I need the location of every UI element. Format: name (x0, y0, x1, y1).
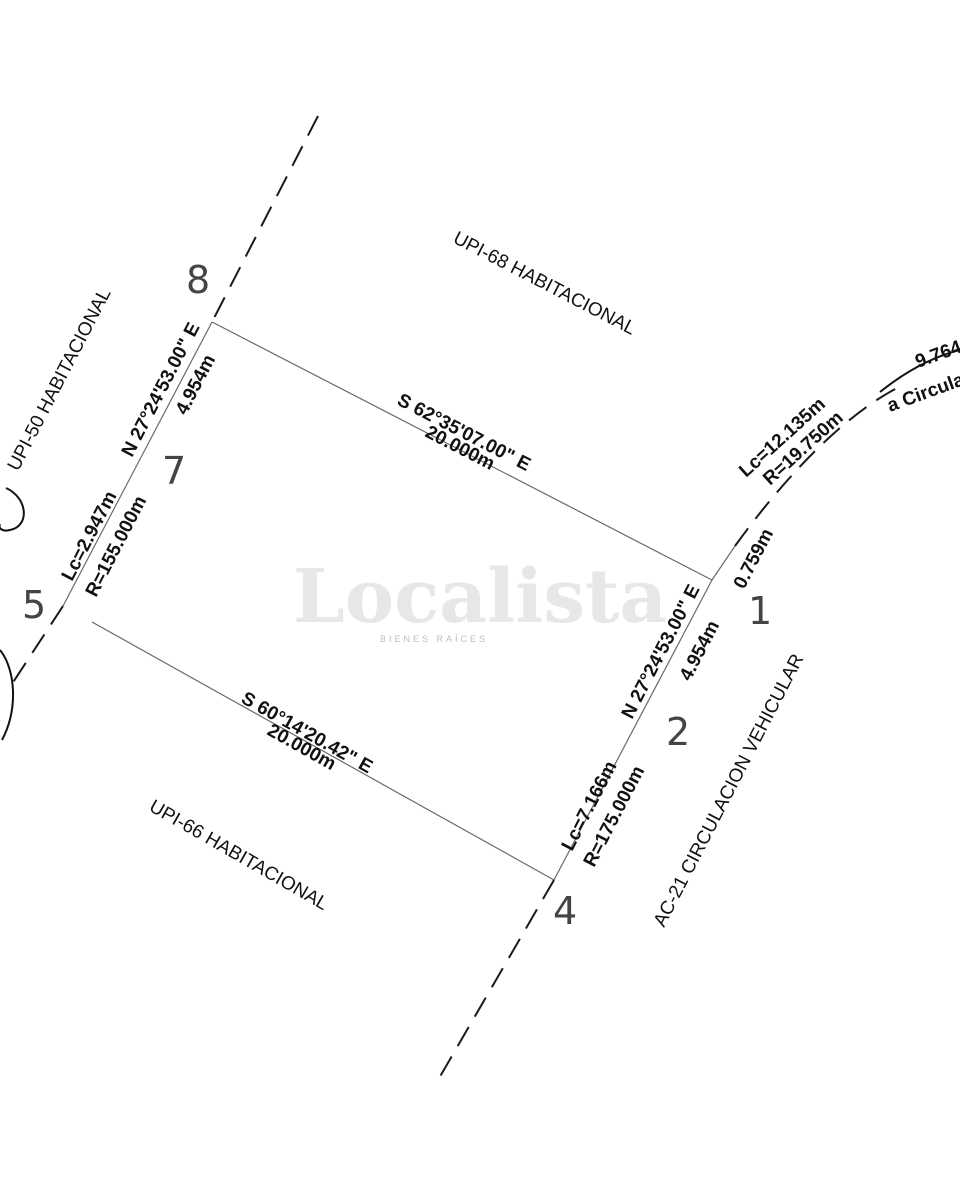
vertex-label-5: 5 (22, 583, 46, 627)
zone-label-upi68: UPI-68 HABITACIONAL (450, 228, 639, 340)
boundary-bottom (91, 621, 555, 881)
watermark: Localista BIENES RAÍCES (293, 554, 667, 644)
vertex-label-4: 4 (553, 889, 577, 933)
dashed-curve-corner (734, 383, 906, 547)
boundary-left (62, 321, 213, 607)
zone-label-ac21: AC-21 CIRCULACION VEHICULAR (650, 651, 809, 931)
edge-curve-northeast (879, 349, 960, 393)
top-boundary-bearing: S 62°35'07.00" E (394, 390, 534, 476)
dashed-line-northwest (211, 115, 319, 323)
zone-label-upi50: UPI-50 HABITACIONAL (4, 285, 116, 474)
dashed-line-south (437, 879, 555, 1081)
watermark-brand: Localista (293, 554, 667, 640)
boundary-top (211, 321, 713, 581)
dashed-line-west (7, 605, 64, 691)
edge-length: 9.764 (913, 337, 960, 373)
edge-curve-west-top (0, 487, 25, 532)
boundary-right (553, 579, 713, 881)
vertex-label-7: 7 (162, 449, 186, 493)
short-segment-length: 0.759m (730, 525, 778, 592)
bottom-boundary-bearing: S 60°14'20.42" E (238, 688, 376, 778)
vertex-label-2: 2 (666, 710, 690, 754)
watermark-tagline: BIENES RAÍCES (380, 634, 488, 644)
boundary-short-segment (711, 545, 736, 581)
edge-curve-west-bottom (0, 649, 14, 741)
vertex-label-8: 8 (186, 258, 210, 302)
edge-label: a Circulac (885, 366, 960, 417)
vertex-label-1: 1 (748, 589, 772, 633)
zone-label-upi66: UPI-66 HABITACIONAL (146, 796, 332, 915)
